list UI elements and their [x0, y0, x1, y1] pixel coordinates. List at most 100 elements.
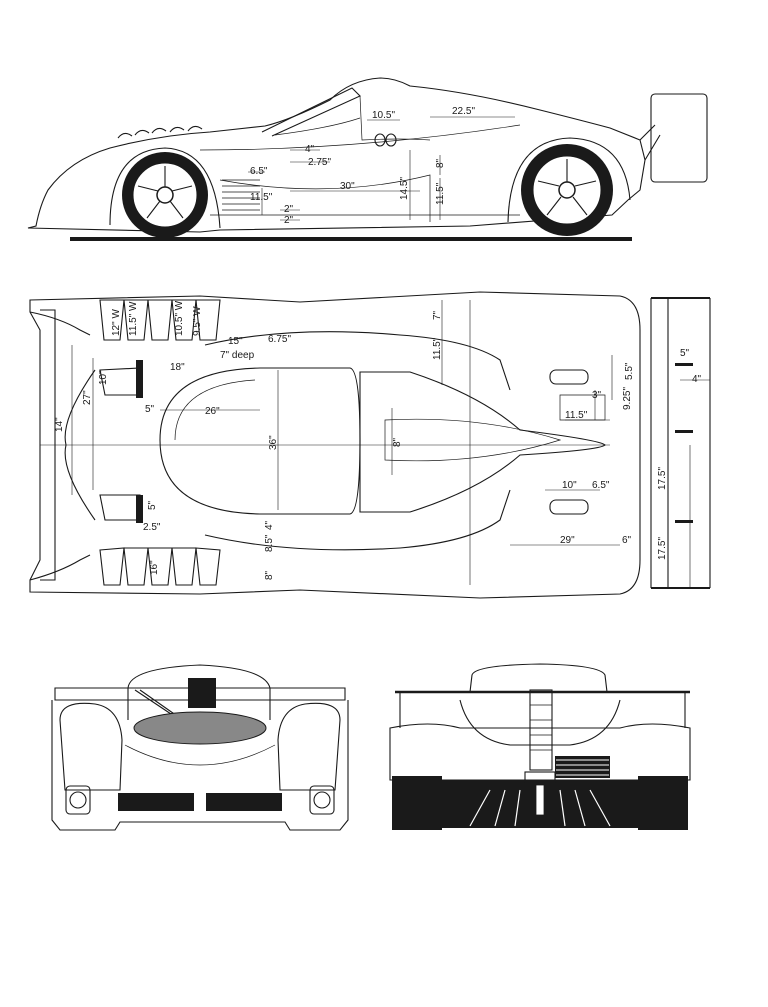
front-fender-right	[277, 702, 341, 791]
top-dim-label: 8"	[264, 570, 275, 580]
sidepod-lower	[204, 489, 511, 551]
cockpit-opening	[159, 367, 361, 515]
top-dim-label: 6"	[622, 535, 632, 546]
front-wing-bar	[54, 687, 346, 701]
side-dim-label: 14.5"	[399, 177, 410, 200]
side-dim-label: 11.5"	[250, 192, 273, 203]
top-view: 12" W 11.5" W 10.5" W 9.5" W 15" 6.75" 1…	[29, 291, 711, 599]
side-body-outline	[27, 77, 646, 233]
top-body-outline	[29, 291, 641, 599]
side-intake-slats	[222, 179, 260, 211]
top-dim-label: 7" deep	[220, 350, 255, 361]
top-dim-label: 7"	[432, 310, 443, 320]
top-dim-label: 11.5"	[432, 337, 443, 360]
vent-label: 11.5" W	[128, 301, 139, 336]
headlight-right	[309, 785, 335, 815]
top-dim-label: 17.5"	[657, 467, 668, 490]
front-louvres	[117, 125, 203, 139]
rear-tyre-left	[392, 776, 442, 830]
side-view: 10.5" 22.5" 4" 2.75" 6.5" 30" 14.5" 8" 1…	[27, 77, 708, 241]
mirror-right	[385, 133, 397, 147]
vent-label: 10.5" W	[174, 300, 185, 336]
top-dim-label: 27"	[82, 390, 93, 405]
top-dim-label: 15"	[228, 336, 243, 347]
top-dim-label: 5"	[147, 500, 158, 510]
rear-vent-lower	[549, 499, 589, 515]
top-dim-label: 17.5"	[657, 537, 668, 560]
side-dim-label: 4"	[305, 144, 315, 155]
top-dim-label: 6.5"	[592, 480, 610, 491]
front-splitter-left	[29, 311, 91, 336]
rear-wing-strut	[639, 124, 661, 161]
side-dim-label: 2"	[284, 215, 294, 226]
rear-roll-hoop	[469, 663, 608, 693]
top-dim-label: 5"	[680, 348, 690, 359]
front-splitter-right	[29, 554, 91, 581]
top-dim-label: 3"	[592, 390, 602, 401]
rear-light	[524, 771, 556, 783]
rear-grille	[555, 756, 610, 778]
roll-bar	[261, 87, 361, 137]
rear-ladder	[529, 689, 553, 771]
side-dim-label: 6.5"	[250, 166, 268, 177]
engine-spine	[384, 418, 562, 462]
mirror-left	[374, 133, 386, 147]
side-dim-label: 8"	[435, 158, 446, 168]
rear-view	[389, 663, 691, 830]
top-dim-label: 2.5"	[143, 522, 161, 533]
rear-tyre-right	[638, 776, 688, 830]
top-dim-label: 36"	[268, 435, 279, 450]
vent-label: 9.5" W	[192, 306, 203, 336]
front-nose-curve	[124, 744, 276, 766]
top-dim-label: 11.5"	[565, 410, 588, 421]
side-belt-line	[199, 124, 521, 151]
top-dim-label: 4"	[264, 520, 275, 530]
side-dim-label: 22.5"	[452, 106, 475, 117]
rear-vent-upper	[549, 369, 589, 385]
front-windscreen	[133, 711, 267, 745]
top-dim-label: 26"	[205, 406, 220, 417]
rear-wheel	[521, 144, 613, 236]
sidepod-upper	[204, 331, 511, 391]
rear-wing-endplate	[650, 93, 708, 183]
front-view	[51, 664, 349, 831]
exhaust	[535, 784, 545, 816]
side-dim-label: 11.5"	[435, 182, 446, 205]
front-roll-hoop	[127, 664, 271, 720]
top-dim-label: 10"	[562, 480, 577, 491]
front-fender-left	[59, 702, 123, 791]
grille-divider	[194, 793, 206, 811]
top-dim-lines	[71, 300, 710, 588]
side-door-line	[219, 174, 431, 222]
top-dim-label: 18"	[170, 362, 185, 373]
top-dim-label: 5"	[145, 404, 155, 415]
side-dim-label: 2"	[284, 204, 294, 215]
top-dim-label: 4"	[692, 374, 702, 385]
top-dim-label: 6.75"	[268, 334, 291, 345]
front-headrest	[188, 678, 216, 708]
rear-engine-cover	[459, 699, 621, 746]
top-dim-label: 8.5"	[264, 534, 275, 552]
front-body-outline	[51, 700, 349, 831]
side-dim-label: 2.75"	[308, 157, 331, 168]
black-strip-upper	[136, 360, 143, 398]
side-dim-label: 10.5"	[372, 110, 395, 121]
vent-label: 12" W	[111, 309, 122, 336]
side-dim-label: 30"	[340, 181, 355, 192]
windscreen	[274, 117, 361, 136]
rear-wheel-arch	[507, 137, 631, 223]
wing-mark	[675, 363, 693, 366]
headlight-lens-right	[313, 791, 331, 809]
louvres-lower	[99, 547, 221, 586]
side-dim-lines	[248, 116, 515, 221]
top-dim-label: 29"	[560, 535, 575, 546]
top-dim-label: 10"	[98, 370, 109, 385]
front-wheel-arch	[109, 147, 221, 229]
top-dim-label: 5.5"	[624, 362, 635, 380]
rear-body-outline	[389, 723, 691, 781]
front-duct-lower	[99, 494, 141, 521]
wing-mark	[675, 520, 693, 523]
black-strip-lower	[136, 495, 143, 523]
rear-ladder-rungs	[530, 704, 552, 751]
headlight-lens-left	[69, 791, 87, 809]
